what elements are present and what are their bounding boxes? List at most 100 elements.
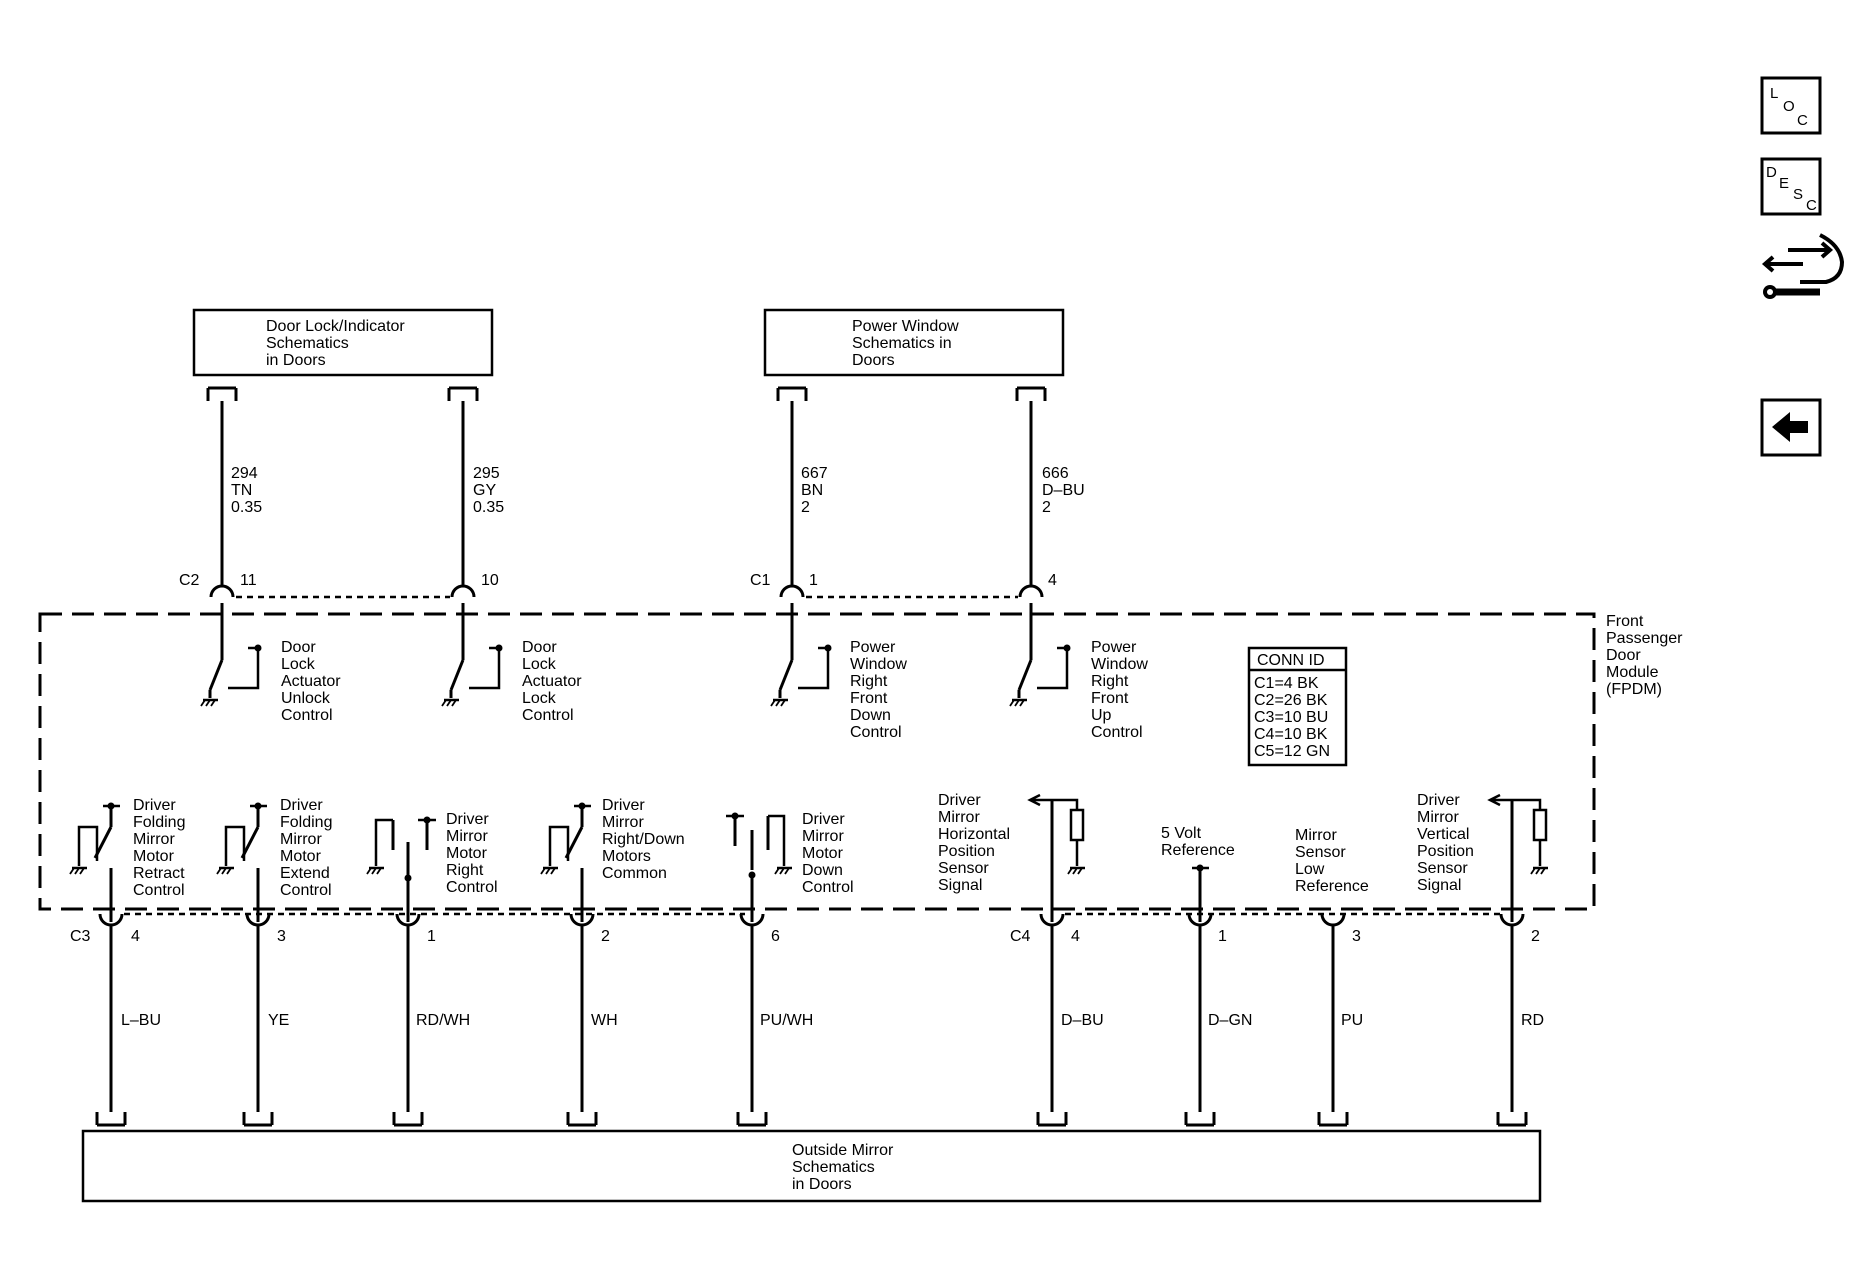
svg-text:C4: C4 (1010, 928, 1031, 945)
connector-c3: C3 4 3 1 2 6 (70, 912, 780, 945)
svg-text:Reference: Reference (1295, 878, 1369, 895)
svg-text:1: 1 (809, 572, 818, 589)
wire-label-294: 294 TN 0.35 (231, 465, 262, 516)
switch-door-lock-unlock: Door Lock Actuator Unlock Control (199, 603, 341, 724)
svg-text:Control: Control (1091, 724, 1143, 741)
module-name: Front Passenger Door Module (FPDM) (1606, 613, 1683, 698)
circuit-mirror-common: Driver Mirror Right/Down Motors Common (539, 797, 685, 922)
circuit-folding-retract: Driver Folding Mirror Motor Retract Cont… (68, 797, 185, 922)
svg-text:Schematics in: Schematics in (852, 335, 952, 352)
circuit-low-reference: Mirror Sensor Low Reference (1295, 827, 1369, 895)
connector-c2: C2 11 10 (179, 572, 499, 599)
svg-text:Door: Door (522, 639, 557, 656)
svg-text:Retract: Retract (133, 865, 185, 882)
svg-text:Power: Power (1091, 639, 1137, 656)
svg-text:Down: Down (802, 862, 843, 879)
svg-text:Motor: Motor (280, 848, 322, 865)
svg-text:Mirror: Mirror (133, 831, 175, 848)
svg-text:Common: Common (602, 865, 667, 882)
svg-text:Outside Mirror: Outside Mirror (792, 1142, 894, 1159)
svg-text:C: C (1797, 112, 1808, 129)
outside-mirror-schematics-box[interactable]: Outside Mirror Schematics in Doors (81, 1129, 1542, 1203)
svg-text:Schematics: Schematics (266, 335, 349, 352)
svg-text:Signal: Signal (938, 877, 982, 894)
svg-text:Control: Control (281, 707, 333, 724)
svg-text:WH: WH (591, 1012, 618, 1029)
svg-text:Actuator: Actuator (281, 673, 341, 690)
fpdm-module-boundary (38, 612, 1596, 911)
svg-text:Door: Door (1606, 647, 1641, 664)
svg-text:CONN ID: CONN ID (1257, 652, 1325, 669)
svg-text:4: 4 (1071, 928, 1080, 945)
svg-text:C: C (1806, 197, 1817, 214)
svg-text:4: 4 (131, 928, 140, 945)
circuit-mirror-right: Driver Mirror Motor Right Control (365, 811, 498, 922)
svg-text:Position: Position (938, 843, 995, 860)
svg-text:Driver: Driver (280, 797, 323, 814)
svg-text:2: 2 (1531, 928, 1540, 945)
svg-text:Front: Front (850, 690, 888, 707)
wire-label-666: 666 D–BU 2 (1042, 465, 1085, 516)
svg-text:Control: Control (133, 882, 185, 899)
door-lock-schematics-box[interactable]: Door Lock/Indicator Schematics in Doors (192, 308, 494, 377)
svg-text:BN: BN (801, 482, 823, 499)
svg-text:Sensor: Sensor (1417, 860, 1468, 877)
connector-repair-icon[interactable] (1761, 233, 1845, 299)
svg-text:C1=4 BK: C1=4 BK (1254, 675, 1319, 692)
circuit-vertical-sensor: Driver Mirror Vertical Position Sensor S… (1417, 792, 1550, 922)
desc-icon[interactable]: D E S C (1760, 157, 1822, 216)
back-arrow-icon[interactable] (1760, 398, 1822, 457)
svg-text:0.35: 0.35 (473, 499, 504, 516)
wire-label-667: 667 BN 2 (801, 465, 828, 516)
svg-text:294: 294 (231, 465, 258, 482)
svg-text:667: 667 (801, 465, 828, 482)
svg-text:Right: Right (850, 673, 888, 690)
svg-text:Passenger: Passenger (1606, 630, 1683, 647)
svg-text:C2=26 BK: C2=26 BK (1254, 692, 1328, 709)
svg-text:Control: Control (802, 879, 854, 896)
svg-text:Signal: Signal (1417, 877, 1461, 894)
svg-text:(FPDM): (FPDM) (1606, 681, 1662, 698)
svg-text:L–BU: L–BU (121, 1012, 161, 1029)
svg-text:PU/WH: PU/WH (760, 1012, 813, 1029)
loc-icon[interactable]: L O C (1760, 76, 1822, 135)
svg-text:Module: Module (1606, 664, 1659, 681)
power-window-schematics-box[interactable]: Power Window Schematics in Doors (763, 308, 1065, 377)
svg-text:Up: Up (1091, 707, 1112, 724)
svg-text:Folding: Folding (280, 814, 332, 831)
svg-text:1: 1 (427, 928, 436, 945)
svg-text:2: 2 (601, 928, 610, 945)
svg-text:Driver: Driver (602, 797, 645, 814)
svg-text:D–BU: D–BU (1042, 482, 1085, 499)
svg-text:5 Volt: 5 Volt (1161, 825, 1202, 842)
svg-text:Power: Power (850, 639, 896, 656)
svg-text:D–BU: D–BU (1061, 1012, 1104, 1029)
svg-text:Sensor: Sensor (938, 860, 989, 877)
svg-text:2: 2 (1042, 499, 1051, 516)
svg-text:Mirror: Mirror (1417, 809, 1459, 826)
svg-text:S: S (1793, 186, 1803, 203)
connector-c4: C4 4 1 3 2 (1010, 912, 1540, 945)
svg-text:Driver: Driver (938, 792, 981, 809)
svg-text:Driver: Driver (1417, 792, 1460, 809)
svg-text:Extend: Extend (280, 865, 330, 882)
svg-text:Motor: Motor (446, 845, 488, 862)
svg-text:RD/WH: RD/WH (416, 1012, 470, 1029)
svg-text:10: 10 (481, 572, 499, 589)
svg-text:GY: GY (473, 482, 496, 499)
svg-text:Motor: Motor (133, 848, 175, 865)
svg-text:6: 6 (771, 928, 780, 945)
svg-text:Vertical: Vertical (1417, 826, 1469, 843)
svg-text:Horizontal: Horizontal (938, 826, 1010, 843)
conn-id-table: CONN ID C1=4 BK C2=26 BK C3=10 BU C4=10 … (1247, 646, 1348, 767)
svg-text:Right: Right (446, 862, 484, 879)
svg-text:Power Window: Power Window (852, 318, 959, 335)
svg-text:Window: Window (850, 656, 907, 673)
svg-text:C1: C1 (750, 572, 771, 589)
svg-text:RD: RD (1521, 1012, 1544, 1029)
bottom-wire-labels: L–BU YE RD/WH WH PU/WH D–BU D–GN PU RD (121, 1012, 1544, 1029)
svg-text:Control: Control (280, 882, 332, 899)
switch-window-up: Power Window Right Front Up Control (1008, 603, 1148, 741)
svg-text:Mirror: Mirror (280, 831, 322, 848)
svg-text:D: D (1766, 164, 1777, 181)
